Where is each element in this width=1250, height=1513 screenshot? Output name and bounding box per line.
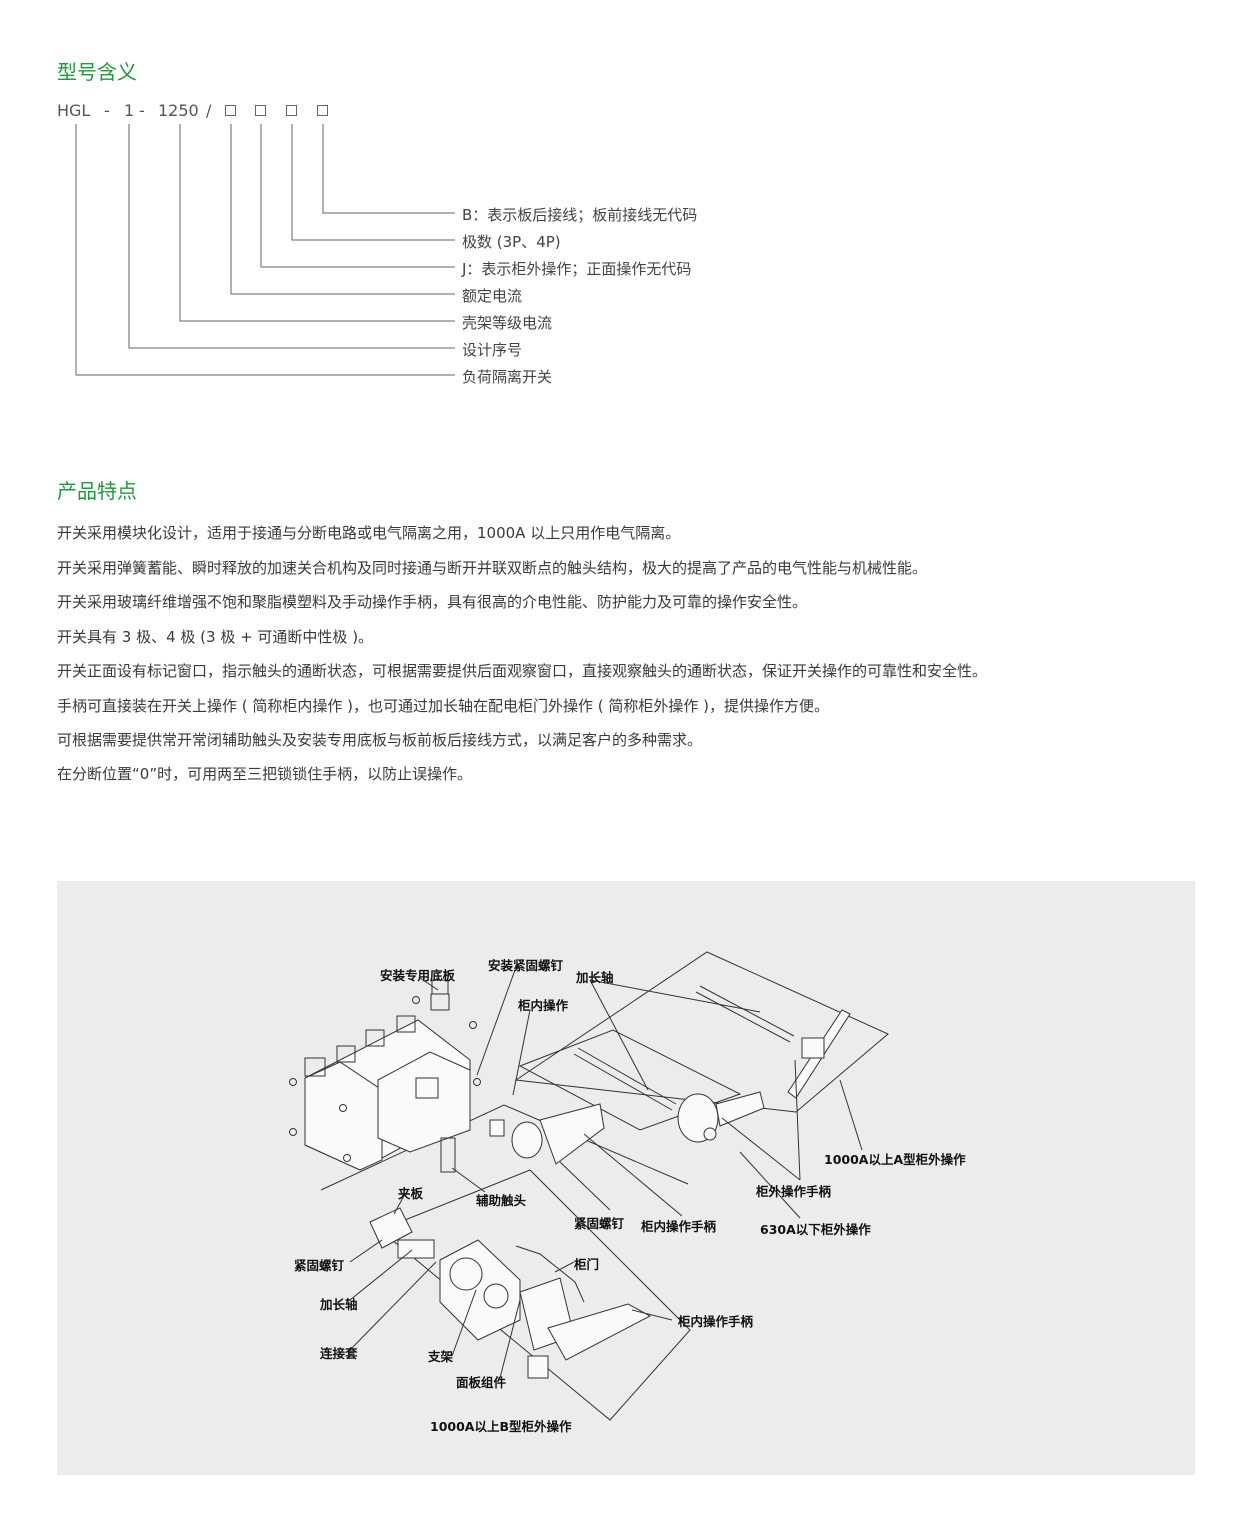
feature-item: 开关采用弹簧蓄能、瞬时释放的加速关合机构及同时接通与断开并联双断点的触头结构，极… bbox=[57, 559, 928, 577]
legend-design-no: 设计序号 bbox=[462, 341, 523, 359]
feature-item: 开关采用模块化设计，适用于接通与分断电路或电气隔离之用，1000A 以上只用作电… bbox=[57, 524, 681, 542]
feature-item: 开关正面设有标记窗口，指示触头的通断状态，可根据需要提供后面观察窗口，直接观察触… bbox=[57, 662, 988, 680]
label-mount-screw: 安装紧固螺钉 bbox=[488, 958, 564, 973]
label-outer-handle: 柜外操作手柄 bbox=[756, 1184, 832, 1199]
label-type-a-op: 1000A以上A型柜外操作 bbox=[824, 1152, 966, 1167]
code-design-no: 1 bbox=[124, 101, 135, 120]
label-aux-contact: 辅助触头 bbox=[476, 1193, 527, 1208]
label-cabinet-door: 柜门 bbox=[574, 1257, 600, 1272]
model-code-leader-lines bbox=[75, 124, 455, 376]
legend-switch-type: 负荷隔离开关 bbox=[462, 368, 553, 386]
legend-wiring: B：表示板后接线；板前接线无代码 bbox=[462, 206, 698, 224]
feature-item: 手柄可直接装在开关上操作 ( 简称柜内操作 )，也可通过加长轴在配电柜门外操作 … bbox=[57, 697, 830, 715]
code-box-poles bbox=[286, 105, 297, 116]
model-section-title: 型号含义 bbox=[57, 60, 137, 84]
feature-item: 开关具有 3 极、4 极 (3 极 + 可通断中性极 )。 bbox=[57, 628, 374, 646]
feature-item: 在分断位置“0”时，可用两至三把锁锁住手柄，以防止误操作。 bbox=[57, 765, 473, 783]
legend-poles: 极数 (3P、4P) bbox=[462, 233, 561, 251]
code-dash-1: - bbox=[104, 101, 110, 120]
label-mount-plate: 安装专用底板 bbox=[380, 968, 456, 983]
assembly-figure-panel bbox=[57, 881, 1195, 1475]
legend-operation: J：表示柜外操作；正面操作无代码 bbox=[462, 260, 692, 278]
legend-rated-current: 额定电流 bbox=[462, 287, 523, 305]
legend-frame-current: 壳架等级电流 bbox=[462, 314, 553, 332]
features-section-title: 产品特点 bbox=[57, 479, 137, 503]
code-dash-2: - bbox=[139, 101, 145, 120]
label-tight-screw-left: 紧固螺钉 bbox=[294, 1258, 345, 1273]
feature-item: 可根据需要提供常开常闭辅助触头及安装专用底板与板前板后接线方式，以满足客户的多种… bbox=[57, 731, 703, 749]
code-box-wiring bbox=[317, 105, 328, 116]
label-below-630: 630A以下柜外操作 bbox=[760, 1222, 871, 1237]
label-bracket: 支架 bbox=[428, 1349, 454, 1364]
code-box-rated-current bbox=[225, 105, 236, 116]
label-inner-op: 柜内操作 bbox=[518, 998, 569, 1013]
label-inner-handle-mid: 柜内操作手柄 bbox=[641, 1219, 717, 1234]
feature-item: 开关采用玻璃纤维增强不饱和聚脂模塑料及手动操作手柄，具有很高的介电性能、防护能力… bbox=[57, 593, 808, 611]
code-frame-current: 1250 bbox=[158, 101, 199, 120]
label-panel-assy: 面板组件 bbox=[456, 1375, 507, 1390]
code-box-operation bbox=[255, 105, 266, 116]
label-tight-screw-mid: 紧固螺钉 bbox=[574, 1216, 625, 1231]
label-type-b-op: 1000A以上B型柜外操作 bbox=[430, 1419, 572, 1434]
label-clamp: 夹板 bbox=[398, 1186, 424, 1201]
label-ext-shaft-top: 加长轴 bbox=[576, 970, 614, 985]
label-inner-handle-low: 柜内操作手柄 bbox=[678, 1314, 754, 1329]
label-coupling: 连接套 bbox=[320, 1346, 358, 1361]
code-series: HGL bbox=[57, 101, 91, 120]
code-slash: / bbox=[206, 101, 212, 120]
label-ext-shaft-left: 加长轴 bbox=[320, 1297, 358, 1312]
